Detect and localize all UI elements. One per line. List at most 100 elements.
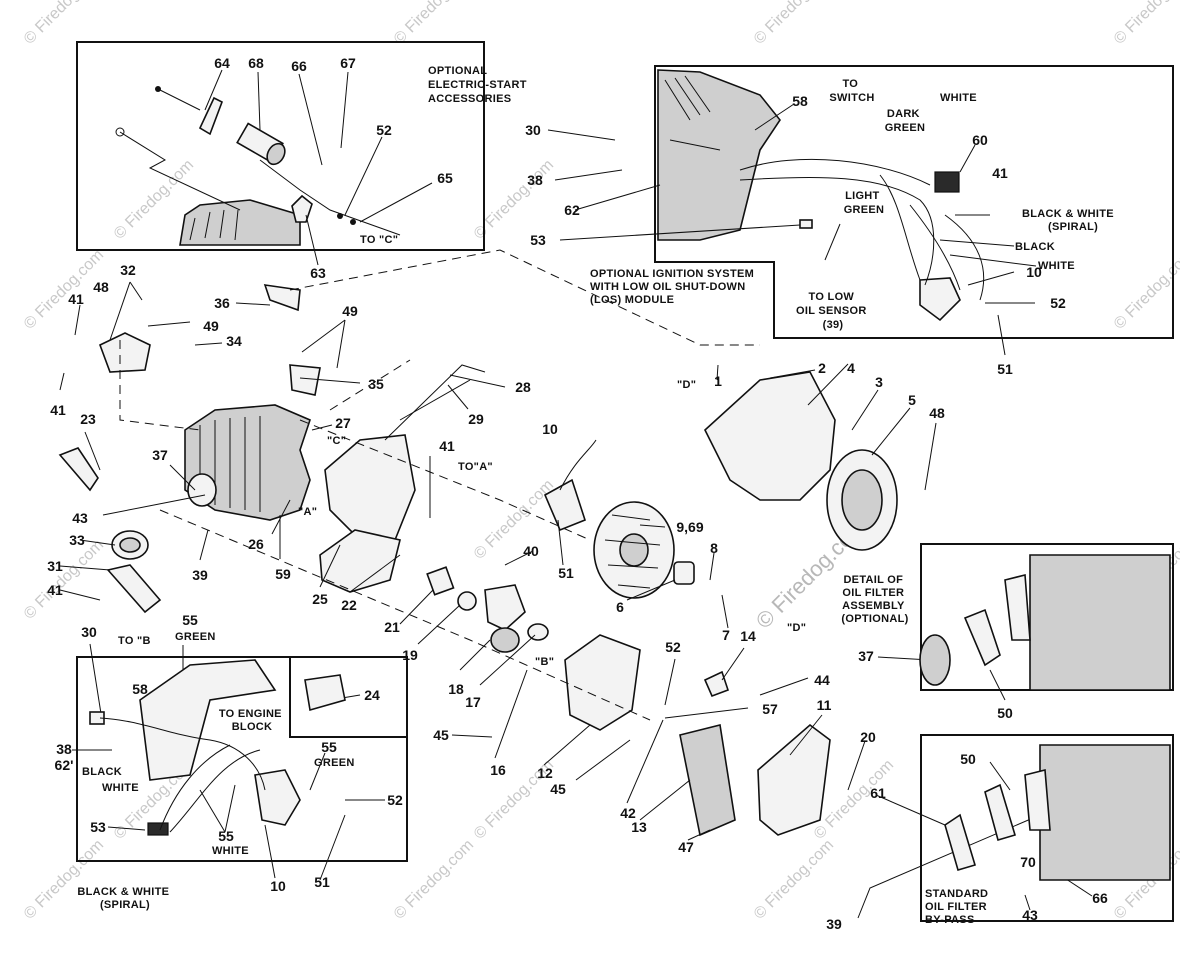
part-number: 40 [523, 543, 539, 559]
part-number: 38 [56, 741, 72, 757]
part-number: 3 [875, 374, 883, 390]
part-number: 6 [616, 599, 624, 615]
label-to-switch: TO SWITCH [829, 78, 874, 104]
label-black-white-spiral: BLACK & WHITE (SPIRAL) [1022, 208, 1117, 233]
part-number: 18 [448, 681, 464, 697]
part-number: 30 [525, 122, 541, 138]
watermark: © Firedog.com [21, 0, 107, 48]
part-number: 32 [120, 262, 136, 278]
part-number: 57 [762, 701, 778, 717]
electric-start-inset [76, 41, 485, 251]
part-number: 48 [93, 279, 109, 295]
part-number: 26 [248, 536, 264, 552]
part-number: 39 [192, 567, 208, 583]
part-number: 49 [342, 303, 358, 319]
connector-to-c: TO "C" [360, 234, 398, 246]
part-number: 58 [792, 93, 808, 109]
part-number: 66 [1092, 890, 1108, 906]
part-number: 19 [402, 647, 418, 663]
part-number: 41 [68, 291, 84, 307]
part-number: 51 [558, 565, 574, 581]
part-number: 38 [527, 172, 543, 188]
part-number: 41 [47, 582, 63, 598]
part-number: 55 [218, 828, 234, 844]
connector-letters: TO "C" "C" "A" TO"A" "D" "D" "B" TO "B [118, 234, 806, 668]
part-number: 29 [468, 411, 484, 427]
part-number: 16 [490, 762, 506, 778]
part-number: 8 [710, 540, 718, 556]
part-number: 10 [270, 878, 286, 894]
watermark: © Firedog.com [21, 836, 107, 922]
connector-to-a: TO"A" [458, 461, 493, 473]
connector-b: "B" [535, 656, 554, 668]
part-number: 30 [81, 624, 97, 640]
part-number: 2 [818, 360, 826, 376]
part-number: 21 [384, 619, 400, 635]
part-number: 50 [997, 705, 1013, 721]
part-number: 55 [182, 612, 198, 628]
connector-c: "C" [327, 435, 346, 447]
part-number-labels: 64 68 66 67 52 65 63 30 58 38 62 53 60 4… [47, 55, 1108, 932]
oil-filter-detail-parts [919, 554, 1171, 691]
part-number: 37 [858, 648, 874, 664]
part-number: 22 [341, 597, 357, 613]
part-number: 14 [740, 628, 756, 644]
part-number: 62' [55, 757, 74, 773]
part-number: 24 [364, 687, 380, 703]
part-number: 33 [69, 532, 85, 548]
part-number: 42 [620, 805, 636, 821]
label-dark-green-wire: DARK GREEN [885, 108, 926, 134]
connector-a: "A" [298, 506, 317, 518]
part-number: 39 [826, 916, 842, 932]
part-number: 12 [537, 765, 553, 781]
label-to-low-oil-sensor: TO LOW OIL SENSOR (39) [796, 291, 870, 331]
label-black-white-spiral-bottom: BLACK & WHITE (SPIRAL) [77, 886, 172, 911]
part-number: 7 [722, 627, 730, 643]
electric-start-parts [115, 86, 401, 246]
part-number: 59 [275, 566, 291, 582]
part-number: 25 [312, 591, 328, 607]
part-number: 41 [50, 402, 66, 418]
part-number: 36 [214, 295, 230, 311]
part-number: 35 [368, 376, 384, 392]
label-green-wire: GREEN [175, 631, 216, 643]
part-number: 41 [439, 438, 455, 454]
oil-bypass-parts [944, 744, 1171, 881]
part-number: 52 [665, 639, 681, 655]
part-number: 20 [860, 729, 876, 745]
label-white-wire-mid: WHITE [1038, 260, 1075, 272]
detail-24-inset [289, 656, 408, 738]
part-number: 53 [530, 232, 546, 248]
part-number: 4 [847, 360, 855, 376]
part-number: 50 [960, 751, 976, 767]
part-number: 17 [465, 694, 481, 710]
part-number: 52 [376, 122, 392, 138]
part-number: 62 [564, 202, 580, 218]
part-number: 1 [714, 373, 722, 389]
part-number: 48 [929, 405, 945, 421]
part-number: 9,69 [676, 519, 703, 535]
caption-ignition-system: OPTIONAL IGNITION SYSTEM WITH LOW OIL SH… [590, 268, 757, 306]
part-number: 34 [226, 333, 242, 349]
part-number: 49 [203, 318, 219, 334]
part-number: 52 [1050, 295, 1066, 311]
part-number: 11 [817, 697, 832, 713]
label-white-wire-left: WHITE [102, 782, 139, 794]
label-white-wire-55: WHITE [212, 845, 249, 857]
watermark: © Firedog.com [1111, 0, 1180, 48]
part-number: 58 [132, 681, 148, 697]
leader-lines [59, 69, 1093, 919]
ignition-inset [654, 65, 1174, 339]
connector-to-b: TO "B [118, 635, 151, 647]
caption-oil-bypass: STANDARD OIL FILTER BY-PASS [925, 888, 992, 926]
ignition-parts [657, 69, 985, 322]
part-number: 70 [1020, 854, 1036, 870]
part-number: 64 [214, 55, 230, 71]
watermark: © Firedog.com [1111, 246, 1180, 332]
part-number: 61 [870, 785, 886, 801]
caption-oil-filter-detail: DETAIL OF OIL FILTER ASSEMBLY (OPTIONAL) [841, 574, 908, 625]
label-black-wire-left: BLACK [82, 766, 122, 778]
part-number: 43 [1022, 907, 1038, 923]
wire-labels: TO SWITCH WHITE DARK GREEN LIGHT GREEN B… [77, 78, 1117, 911]
